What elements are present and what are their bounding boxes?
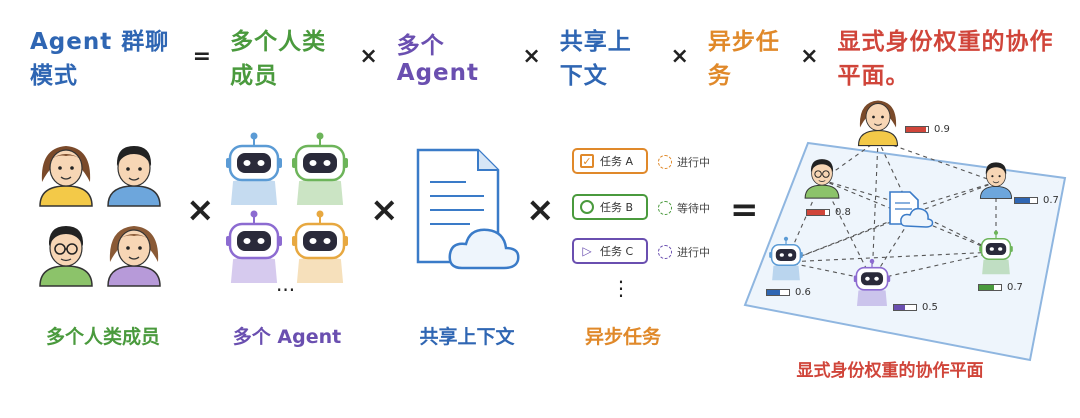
clock-icon: [658, 201, 672, 215]
play-icon: ▷: [582, 244, 592, 258]
weight-fill: [894, 305, 905, 310]
clock-icon: [658, 245, 672, 259]
weight-bar: [905, 126, 929, 133]
times-operator: ×: [526, 190, 555, 230]
human-avatar: [107, 226, 161, 287]
weight-value: 0.7: [1043, 195, 1059, 206]
weight-fill: [979, 285, 995, 290]
title-term-context: 共享上下文: [559, 29, 632, 89]
task-status-text: 进行中: [677, 156, 710, 169]
title-formula: Agent 群聊模式 = 多个人类成员 × 多个 Agent × 共享上下文 ×…: [30, 29, 1060, 89]
weight-fill: [807, 210, 825, 215]
task-status: 进行中: [658, 154, 710, 170]
title-term-agents: 多个 Agent: [396, 33, 479, 86]
human-node: [857, 100, 899, 147]
human-avatar: [39, 226, 93, 287]
task-status-text: 进行中: [677, 246, 710, 259]
times-sign: ×: [522, 43, 542, 69]
human-node: [804, 159, 840, 199]
task-card: ▷ 任务 C: [572, 238, 648, 264]
task-status: 等待中: [658, 200, 710, 216]
equals-operator: =: [730, 190, 759, 230]
weight-fill: [906, 127, 926, 132]
title-term-humans: 多个人类成员: [230, 29, 327, 89]
weight-fill: [767, 290, 781, 295]
weight-badge: 0.7: [978, 282, 1023, 293]
weight-bar: [806, 209, 830, 216]
weight-bar: [1014, 197, 1038, 204]
task-name: 任务 C: [600, 245, 634, 258]
weight-badge: 0.8: [806, 207, 851, 218]
weight-bar: [978, 284, 1002, 291]
weight-badge: 0.6: [766, 287, 811, 298]
weight-fill: [1015, 198, 1031, 203]
shared-doc-icon: [889, 191, 934, 228]
weight-badge: 0.5: [893, 302, 938, 313]
task-card: 任务 B: [572, 194, 648, 220]
human-node: [979, 162, 1013, 199]
clock-icon: [658, 155, 672, 169]
robot-avatar: [290, 209, 350, 284]
checkbox-icon: ✓: [580, 154, 594, 168]
label-context: 共享上下文: [419, 326, 515, 348]
equals-sign: =: [192, 43, 213, 69]
weight-value: 0.5: [922, 302, 938, 313]
label-plane: 显式身份权重的协作平面: [796, 361, 984, 381]
circle-icon: [580, 200, 594, 214]
label-humans: 多个人类成员: [45, 326, 160, 348]
times-sign: ×: [359, 43, 379, 69]
human-avatar: [39, 146, 93, 207]
task-status-text: 等待中: [677, 202, 710, 215]
tasks-ellipsis: ⋮: [611, 276, 631, 300]
task-card: ✓ 任务 A: [572, 148, 648, 174]
weight-value: 0.9: [934, 124, 950, 135]
robot-avatar: [290, 131, 350, 206]
label-tasks: 异步任务: [584, 326, 661, 348]
weight-value: 0.8: [835, 207, 851, 218]
task-status: 进行中: [658, 244, 710, 260]
document-cloud-icon: [416, 148, 520, 270]
title-term-plane: 显式身份权重的协作平面。: [837, 29, 1054, 89]
task-name: 任务 B: [600, 201, 634, 214]
weight-badge: 0.9: [905, 124, 950, 135]
robot-avatar: [224, 209, 284, 284]
robot-avatar: [224, 131, 284, 206]
weight-value: 0.7: [1007, 282, 1023, 293]
title-term-tasks: 异步任务: [707, 29, 780, 89]
label-agents: 多个 Agent: [232, 326, 342, 348]
human-avatar: [107, 146, 161, 207]
collaboration-plane: [743, 100, 1067, 362]
weight-bar: [766, 289, 790, 296]
times-operator: ×: [370, 190, 399, 230]
agents-ellipsis: ···: [276, 278, 296, 302]
task-name: 任务 A: [600, 155, 634, 168]
title-lhs: Agent 群聊模式: [30, 29, 170, 89]
weight-value: 0.6: [795, 287, 811, 298]
times-operator: ×: [186, 190, 215, 230]
times-sign: ×: [670, 43, 690, 69]
weight-badge: 0.7: [1014, 195, 1059, 206]
weight-bar: [893, 304, 917, 311]
times-sign: ×: [800, 43, 820, 69]
